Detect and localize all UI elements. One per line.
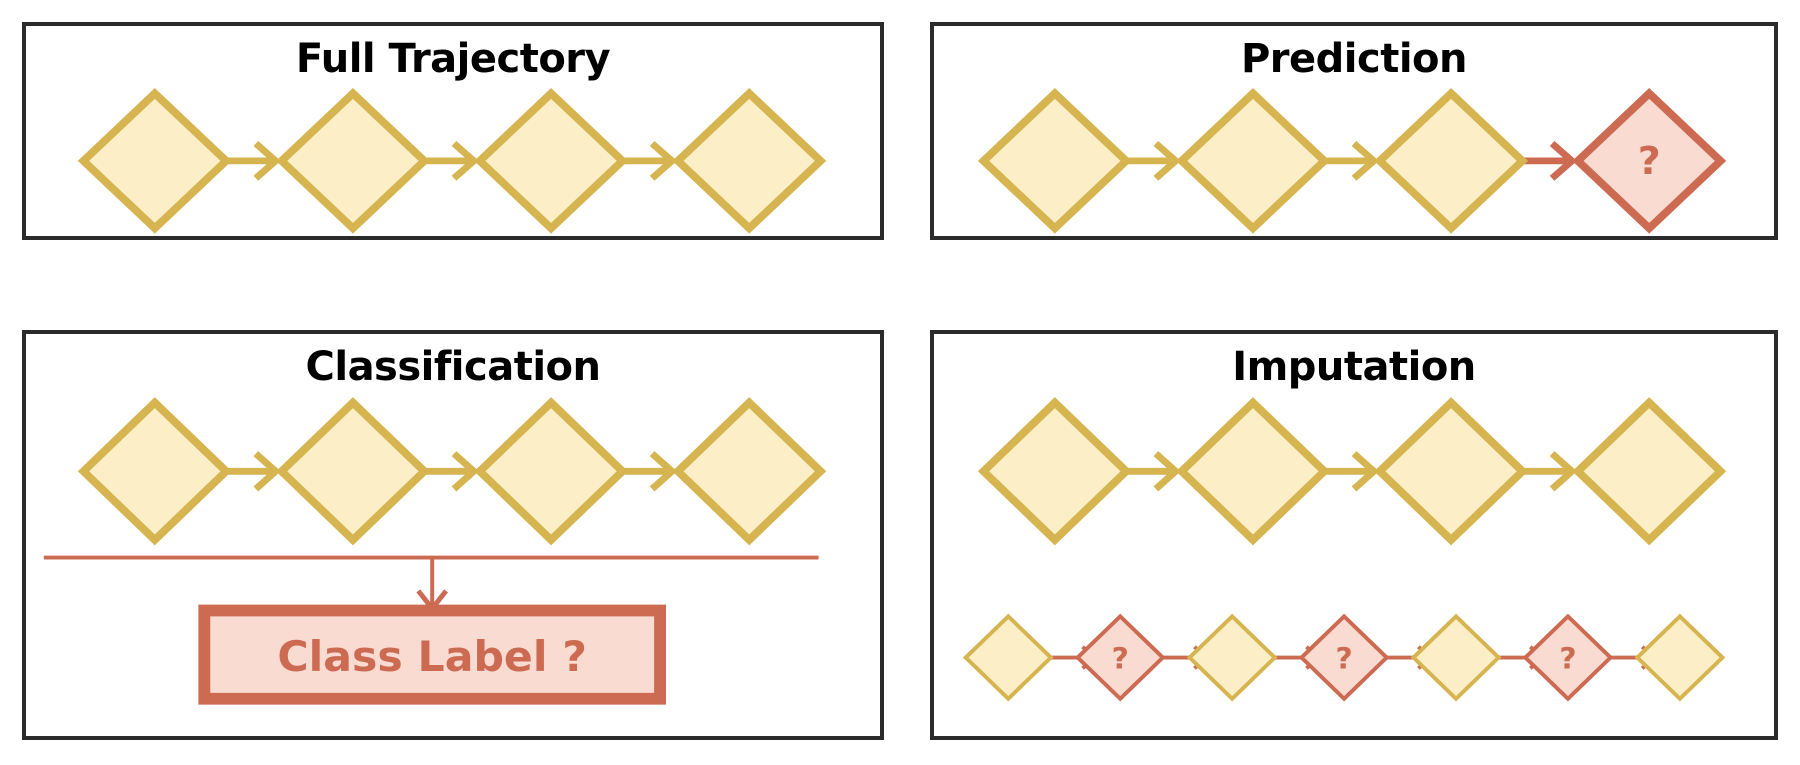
arrow-head-3-unknown <box>1549 141 1578 181</box>
bottom-node-diamond-3 <box>1186 613 1278 702</box>
node-diamond-3 <box>474 88 629 234</box>
arrow-head-1 <box>253 451 281 492</box>
bottom-node-diamond-6-label: ? <box>1559 642 1576 676</box>
top-node-diamond-1 <box>977 397 1132 546</box>
class-label-box-text: Class Label ? <box>277 632 587 681</box>
bottom-node-diamond-1 <box>962 613 1054 702</box>
arrow-head-2 <box>1351 141 1379 181</box>
top-node-group <box>977 397 1727 546</box>
node-diamond-1 <box>977 88 1132 234</box>
node-diamond-4 <box>672 88 827 234</box>
class-label-box-rect <box>198 604 667 705</box>
bottom-node-group: ? ? ? <box>962 613 1726 702</box>
arrow-head-1 <box>253 141 281 181</box>
panel-classification: Classification <box>22 330 884 740</box>
arrow-head-3 <box>649 141 678 181</box>
bottom-node-diamond-2-label: ? <box>1112 642 1129 676</box>
panel-title-imputation: Imputation <box>1232 344 1476 390</box>
node-diamond-2 <box>1175 88 1330 234</box>
node-diamond-4-label: ? <box>1638 140 1661 184</box>
top-arrow-head-1 <box>1153 451 1181 492</box>
bottom-node-diamond-5 <box>1410 613 1502 702</box>
top-node-diamond-2 <box>1175 397 1330 546</box>
panel-title-full-trajectory: Full Trajectory <box>295 36 611 82</box>
classification-diagram: Class Label ? <box>43 397 827 705</box>
node-diamond-2 <box>275 88 430 234</box>
node-group <box>77 397 827 546</box>
node-diamond-1 <box>77 397 232 546</box>
arrow-head-2 <box>451 141 479 181</box>
bottom-node-diamond-2-unknown <box>1074 613 1166 702</box>
bottom-node-diamond-7 <box>1634 613 1726 702</box>
panel-title-prediction: Prediction <box>1240 36 1468 82</box>
node-diamond-4-unknown <box>1572 88 1727 234</box>
node-diamond-3 <box>1374 88 1529 234</box>
node-diamond-2 <box>275 397 430 546</box>
full-trajectory-diagram <box>77 88 827 234</box>
bottom-node-diamond-6-unknown <box>1522 613 1614 702</box>
prediction-diagram: ? <box>977 88 1727 234</box>
node-group <box>77 88 827 234</box>
arrow-head-1 <box>1153 141 1181 181</box>
panel-prediction: Prediction ? <box>930 22 1778 240</box>
top-node-diamond-3 <box>1374 397 1529 546</box>
bottom-node-diamond-4-label: ? <box>1335 642 1352 676</box>
panel-imputation: Imputation <box>930 330 1778 740</box>
imputation-diagram: ? ? ? <box>962 397 1727 702</box>
bottom-node-diamond-4-unknown <box>1298 613 1390 702</box>
arrow-head-2 <box>451 451 479 492</box>
class-label-box: Class Label ? <box>198 604 667 705</box>
top-arrow-head-2 <box>1351 451 1379 492</box>
panel-title-classification: Classification <box>305 344 602 390</box>
panel-full-trajectory: Full Trajectory <box>22 22 884 240</box>
node-diamond-3 <box>474 397 629 546</box>
node-diamond-4 <box>672 397 827 546</box>
arrow-head-3 <box>649 451 678 492</box>
top-arrow-head-3 <box>1549 451 1578 492</box>
node-group: ? <box>977 88 1727 234</box>
aggregation-connector <box>43 555 819 613</box>
top-node-diamond-4 <box>1572 397 1727 546</box>
node-diamond-1 <box>77 88 232 234</box>
